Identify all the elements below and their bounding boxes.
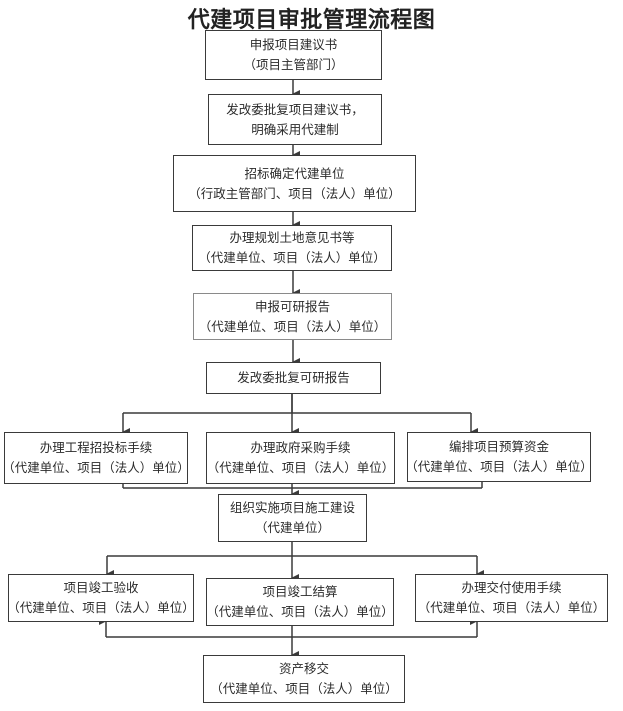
step-budget: 编排项目预算资金 （代建单位、项目（法人）单位）: [405, 432, 593, 482]
step-actor: （项目主管部门）: [243, 57, 344, 72]
step-completion-acceptance: 项目竣工验收 （代建单位、项目（法人）单位）: [7, 574, 195, 622]
step-approve-feasibility: 发改委批复可研报告: [206, 362, 381, 394]
step-actor: （行政主管部门、项目（法人）单位）: [188, 185, 401, 201]
step-actor: （代建单位、项目（法人）单位）: [206, 604, 394, 619]
step-actor: 明确采用代建制: [251, 121, 339, 137]
step-name: 申报可研报告: [254, 298, 330, 314]
step-name: 办理政府采购手续: [250, 440, 351, 455]
step-actor: （代建单位、项目（法人）单位）: [417, 600, 606, 615]
step-asset-transfer: 资产移交 （代建单位、项目（法人）单位）: [203, 655, 405, 703]
step-name: 项目竣工验收: [63, 580, 139, 595]
step-actor: （代建单位、项目（法人）单位）: [405, 459, 593, 474]
step-name: 办理规划土地意见书等: [229, 230, 355, 245]
step-name: 发改委批复可研报告: [237, 370, 350, 385]
step-name: 发改委批复项目建议书，: [226, 101, 364, 117]
step-handover-procedures: 办理交付使用手续 （代建单位、项目（法人）单位）: [415, 574, 608, 622]
step-actor: （代建单位、项目（法人）单位）: [7, 600, 195, 615]
step-name: 申报项目建议书: [249, 37, 338, 52]
step-tender-agent: 招标确定代建单位 （行政主管部门、项目（法人）单位）: [173, 155, 416, 212]
step-name: 编排项目预算资金: [448, 439, 549, 454]
step-actor: （代建单位）: [254, 520, 330, 535]
step-approve-proposal: 发改委批复项目建议书， 明确采用代建制: [208, 94, 382, 145]
step-name: 资产移交: [278, 661, 329, 676]
step-submit-feasibility: 申报可研报告 （代建单位、项目（法人）单位）: [193, 293, 392, 340]
step-name: 招标确定代建单位: [244, 165, 345, 181]
step-procurement: 办理政府采购手续 （代建单位、项目（法人）单位）: [206, 432, 395, 484]
step-name: 组织实施项目施工建设: [229, 500, 355, 515]
step-name: 办理工程招投标手续: [39, 440, 153, 455]
step-bidding: 办理工程招投标手续 （代建单位、项目（法人）单位）: [2, 432, 190, 484]
step-planning-land: 办理规划土地意见书等 （代建单位、项目（法人）单位）: [192, 225, 392, 271]
step-actor: （代建单位、项目（法人）单位）: [2, 460, 190, 475]
step-actor: （代建单位、项目（法人）单位）: [206, 460, 395, 475]
step-name: 办理交付使用手续: [461, 580, 562, 595]
step-actor: （代建单位、项目（法人）单位）: [198, 318, 387, 334]
step-construction: 组织实施项目施工建设 （代建单位）: [218, 494, 367, 542]
diagram-title: 代建项目审批管理流程图: [187, 8, 436, 33]
step-actor: （代建单位、项目（法人）单位）: [210, 681, 398, 696]
step-final-settlement: 项目竣工结算 （代建单位、项目（法人）单位）: [206, 578, 394, 626]
step-actor: （代建单位、项目（法人）单位）: [198, 250, 386, 265]
step-submit-proposal: 申报项目建议书 （项目主管部门）: [205, 30, 382, 80]
step-name: 项目竣工结算: [262, 584, 338, 599]
